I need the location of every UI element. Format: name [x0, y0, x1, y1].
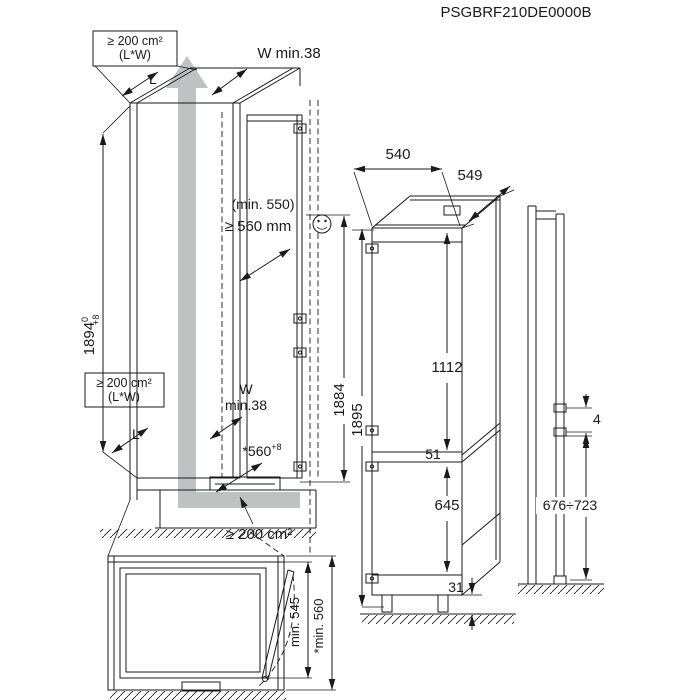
dim-1895-label: 1895: [349, 403, 366, 436]
dim-549-label: 549: [457, 167, 482, 184]
dim-clearance-4: 4: [566, 394, 601, 446]
dim-depth-549: 549: [457, 167, 515, 229]
dim-31-label: 31: [448, 579, 464, 595]
dim-front-height: 1884: [300, 214, 350, 483]
door-hinge-icon: [293, 123, 307, 134]
floor-hatch-niche: [100, 529, 316, 538]
cabinet-niche: [94, 65, 317, 557]
wall-min-mid-label-1: W: [239, 381, 253, 397]
dim-1884-label: 1884: [331, 383, 348, 416]
vent-mid-label-1: ≥ 200 cm²: [96, 376, 152, 390]
vent-top-label-1: ≥ 200 cm²: [107, 34, 163, 48]
dim-645-label: 645: [434, 497, 459, 514]
wall-min-top-label: W min.38: [257, 45, 320, 62]
airflow-arrow: [166, 56, 300, 508]
fridge-hinge-icon: [365, 425, 379, 436]
side-profile-view: [518, 205, 604, 585]
dim-height-1895: 1895: [349, 229, 384, 608]
vent-top-label-2: (L*W): [119, 48, 151, 62]
dim-51-label: 51: [425, 446, 441, 462]
dim-feet-31: 31: [448, 578, 482, 630]
dim-min560-label: *min. 560: [311, 599, 326, 654]
smiley-icon: [312, 214, 332, 234]
dim-hinge-range: 676÷723: [536, 435, 604, 581]
dim-topview-545: min. 545: [266, 561, 312, 679]
vent-mid-label-2: (L*W): [108, 390, 140, 404]
dim-niche-depth: *560+8: [215, 442, 282, 493]
vent-area-mid: ≥ 200 cm² (L*W) L: [84, 372, 165, 454]
floor-hatch-topview: [110, 691, 286, 700]
fridge-hinge-icon: [365, 243, 379, 254]
door-hinge-icon: [293, 461, 307, 472]
dim-560-label: *560+8: [242, 442, 281, 459]
dim-540-label: 540: [385, 146, 410, 163]
door-swing-arc: [257, 574, 295, 688]
projection-lines: [221, 100, 319, 556]
door-hinge-icon: [293, 313, 307, 324]
depth-reco-label: ≥ 560 mm: [225, 218, 292, 235]
fridge-perspective: [360, 195, 516, 615]
top-view: [107, 555, 295, 692]
dim-lower-door-645: 645: [434, 467, 460, 572]
fridge-hinge-icon: [365, 461, 379, 472]
dim-4-label: 4: [593, 411, 601, 427]
model-number: PSGBRF210DE0000B: [441, 4, 592, 21]
vent-area-top: ≥ 200 cm² (L*W) L: [92, 30, 178, 97]
dim-topview-560: *min. 560: [286, 555, 336, 691]
vent-area-bottom: ≥ 200 cm²: [226, 496, 293, 543]
dim-depth-recommended: (min. 550) ≥ 560 mm: [225, 196, 332, 282]
door-hinge-icon: [293, 347, 307, 358]
floor-hatch-fridge: [362, 615, 514, 624]
appliance-door-front: [246, 114, 307, 479]
wall-thickness-mid: W min.38: [209, 381, 267, 440]
wall-min-mid-label-2: min.38: [225, 397, 267, 413]
dim-upper-door-1112: 1112: [431, 233, 463, 450]
dim-width-540: 540: [353, 146, 461, 227]
wall-thickness-top: W min.38: [211, 45, 321, 96]
fridge-hinge-icon: [365, 573, 379, 584]
depth-min-label: (min. 550): [231, 196, 294, 212]
floor-hatch-side: [518, 585, 604, 594]
dim-1112-label: 1112: [431, 359, 462, 376]
dim-min545-label: min. 545: [287, 597, 302, 647]
dim-676-723-label: 676÷723: [543, 497, 598, 513]
dim-1894-label: 18940+8: [80, 315, 101, 356]
dim-niche-height: 18940+8: [80, 105, 138, 479]
vent-bottom-label: ≥ 200 cm²: [226, 526, 293, 543]
